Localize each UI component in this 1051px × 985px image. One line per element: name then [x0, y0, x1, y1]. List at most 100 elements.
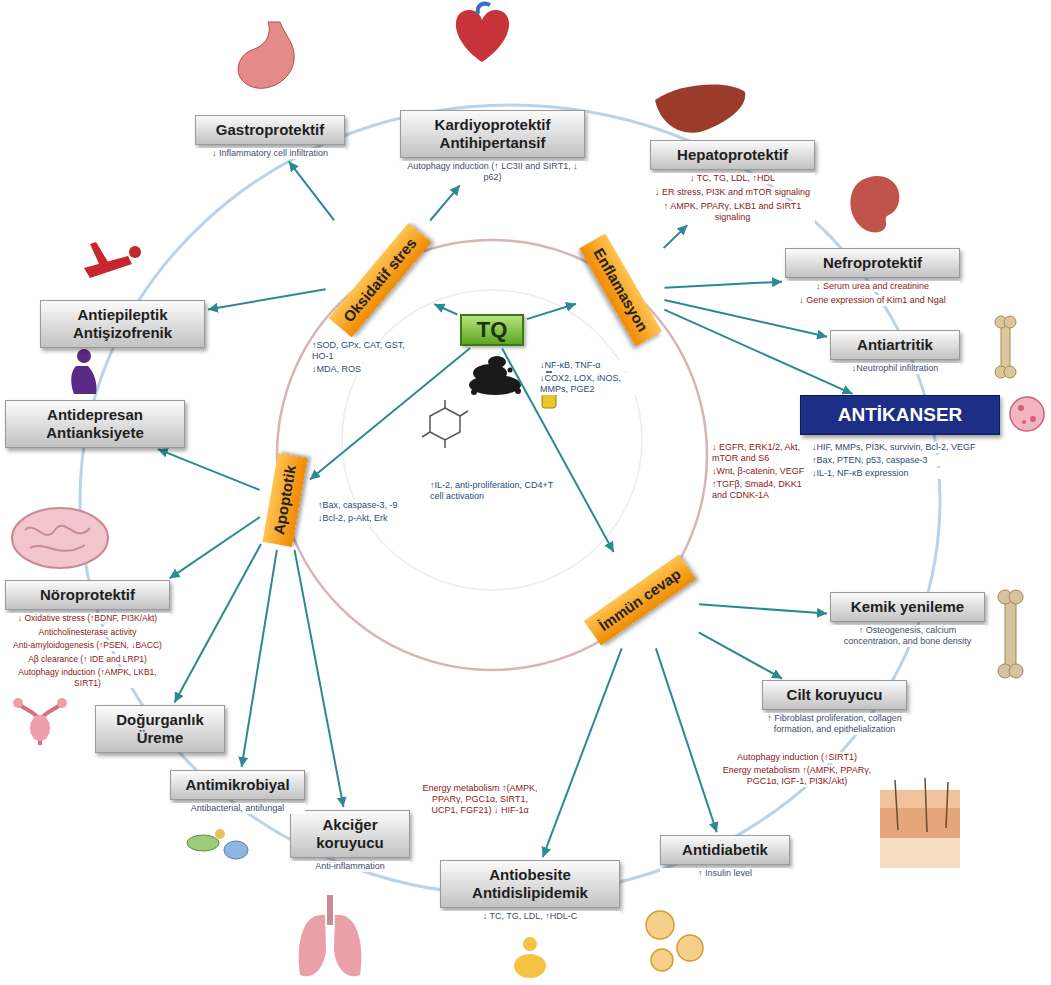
seed-pile [515, 388, 521, 394]
annotation-text: ↑Bax, caspase-3, -9 [318, 500, 418, 511]
outer-ring [80, 105, 940, 895]
bacteria-icon [215, 829, 225, 839]
brain-icon [25, 526, 90, 551]
box-title: Antiobesite Antidislipidemik [440, 860, 620, 908]
annotation-group: ↓ EGFR, ERK1/2, Akt, mTOR and S6 ↓Wnt, β-… [712, 442, 807, 503]
annotation-text: ↑IL-2, anti-proliferation, CD4+T cell ac… [430, 480, 558, 502]
heart-icon [478, 4, 490, 14]
seizure-person-icon [84, 242, 141, 278]
effect-box: Gastroprotektif↓ Inflammatory cell infil… [195, 115, 345, 159]
blood-cell-icon [677, 935, 703, 961]
annotation-text: Autophagy induction (↑SIRT1) [722, 752, 872, 763]
box-detail: ↑ Fibroblast proliferation, collagen for… [762, 713, 907, 735]
skin-icon [925, 778, 927, 832]
outer-ring [80, 105, 940, 895]
lungs-icon [299, 915, 326, 976]
box-detail: Antibacterial, antifungal [170, 803, 305, 814]
child-icon [523, 937, 537, 951]
sad-person-icon [77, 349, 91, 363]
annotation-text: ↓IL-1, NF-κB expression [812, 468, 1002, 479]
central-circle [342, 290, 642, 590]
blood-cell-icon [646, 911, 674, 939]
sad-person-icon [71, 349, 96, 394]
connector-arrow [289, 161, 334, 220]
connector-arrow [208, 289, 326, 309]
bacteria-icon [187, 829, 248, 859]
cancer-cell-icon [1010, 397, 1044, 431]
box-title: TQ [460, 314, 524, 346]
bone-icon [998, 590, 1023, 678]
skin-icon [880, 808, 960, 838]
annotation-group: ↓NF-κB, TNF-α ↓COX2, LOX, iNOS, MMPs, PGE… [540, 360, 650, 397]
stomach-icon [238, 22, 294, 88]
connector-arrow [656, 648, 717, 832]
box-detail: ↓ ER stress, PI3K and mTOR signaling [650, 187, 815, 198]
chemical-structure [422, 400, 468, 448]
box-title: Antimikrobiyal [170, 770, 305, 800]
connector-arrow [664, 225, 688, 248]
annotation-text: ↓Wnt, β-catenin, VEGF [712, 466, 807, 477]
connector-arrow [543, 648, 622, 857]
uterus-icon [20, 705, 60, 745]
bone-icon [1009, 590, 1023, 604]
annotation-text: ↓COX2, LOX, iNOS, MMPs, PGE2 [540, 373, 650, 395]
annotation-text: Energy metabolism ↑(AMPK, PPARγ, PGC1α, … [420, 783, 540, 816]
box-title: Kemik yenileme [830, 592, 985, 622]
box-title: Cilt koruyucu [762, 680, 907, 710]
connector-arrow [430, 185, 460, 220]
box-detail: ↓ Serum urea and creatinine [785, 281, 960, 292]
uterus-icon [13, 698, 23, 708]
connector-arrow [699, 604, 827, 613]
annotation-group: ↑Bax, caspase-3, -9 ↓Bcl-2, p-Akt, Erk [318, 500, 418, 526]
box-detail: Autophagy induction (↑ LC3II and SIRT1, … [400, 161, 585, 183]
box-detail: ↓ TC, TG, LDL, ↑HDL-C [440, 911, 620, 922]
cancer-cell-icon [1018, 405, 1024, 411]
skin-icon [946, 782, 948, 828]
box-detail: ↓ Gene expression of Kim1 and Ngal [785, 295, 960, 306]
child-icon [514, 954, 546, 978]
chemical-structure [444, 400, 446, 408]
annotation-text: ↑Bax, PTEN, p53, caspase-3 [812, 455, 1002, 466]
uterus-icon [57, 698, 67, 708]
seed-pile [488, 356, 506, 368]
liver-icon [655, 84, 745, 132]
heart-icon [456, 4, 509, 62]
bone-icon [995, 316, 1016, 378]
box-title: ANTİKANSER [800, 395, 1000, 435]
anticancer-box: ANTİKANSER [800, 395, 1000, 435]
annotation-text: ↓ EGFR, ERK1/2, Akt, mTOR and S6 [712, 442, 807, 464]
seizure-person-icon [84, 256, 132, 278]
seizure-person-icon [90, 242, 108, 266]
annotation-text: ↓Bcl-2, p-Akt, Erk [318, 513, 418, 524]
box-detail: ↓ TC, TG, LDL, ↑HDL [650, 173, 815, 184]
box-detail: Autophagy induction (↑AMPK, LKB1, SIRT1) [5, 667, 170, 688]
lungs-icon [334, 915, 361, 976]
annotation-group: Energy metabolism ↑(AMPK, PPARγ, PGC1α, … [420, 783, 540, 818]
effect-box: Nefroprotektif↓ Serum urea and creatinin… [785, 248, 960, 306]
bacteria-icon [187, 835, 219, 851]
connector-arrow [175, 544, 262, 702]
stomach-icon [238, 22, 294, 88]
seizure-person-icon [129, 246, 141, 258]
bone-icon [1001, 324, 1010, 370]
box-title: Antidiabetik [660, 835, 790, 865]
effect-box: AntimikrobiyalAntibacterial, antifungal [170, 770, 305, 814]
connector-arrow [665, 282, 783, 288]
brain-icon [12, 508, 108, 568]
bone-icon [1009, 664, 1023, 678]
bone-icon [1005, 600, 1016, 668]
chemical-structure [430, 408, 460, 440]
box-detail: ↑ AMPK, PPARγ, LKB1 and SIRT1 signaling [650, 201, 815, 223]
cancer-cell-icon [1022, 420, 1026, 424]
sad-person-icon [71, 366, 96, 394]
connector-arrow [434, 304, 457, 314]
cancer-cell-icon [1030, 416, 1036, 422]
effect-box: Doğurganlık Üreme [95, 705, 225, 753]
connector-arrow [664, 310, 852, 394]
connector-arrow [527, 304, 576, 319]
connector-arrow [158, 449, 260, 490]
effect-box: Kardiyoprotektif AntihipertansifAutophag… [400, 110, 585, 183]
annotation-text: ↓NF-κB, TNF-α [540, 360, 650, 371]
annotation-text: ↓HIF, MMPs, PI3K, survivin, Bcl-2, VEGF [812, 442, 1002, 453]
